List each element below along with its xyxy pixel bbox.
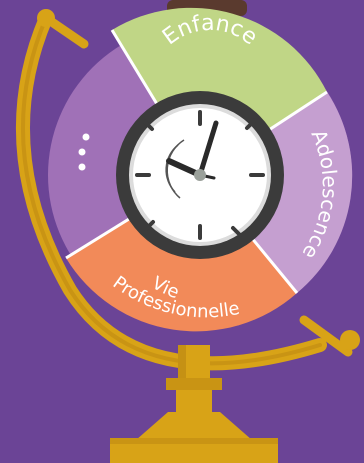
more-dots-icon [78, 133, 90, 171]
axis-top-knob [37, 9, 55, 27]
axis-bottom [299, 315, 353, 357]
segment-enfance [112, 7, 327, 176]
globe-stand [110, 345, 278, 463]
axis-bottom-knob [340, 330, 360, 350]
clock-icon [116, 91, 284, 259]
